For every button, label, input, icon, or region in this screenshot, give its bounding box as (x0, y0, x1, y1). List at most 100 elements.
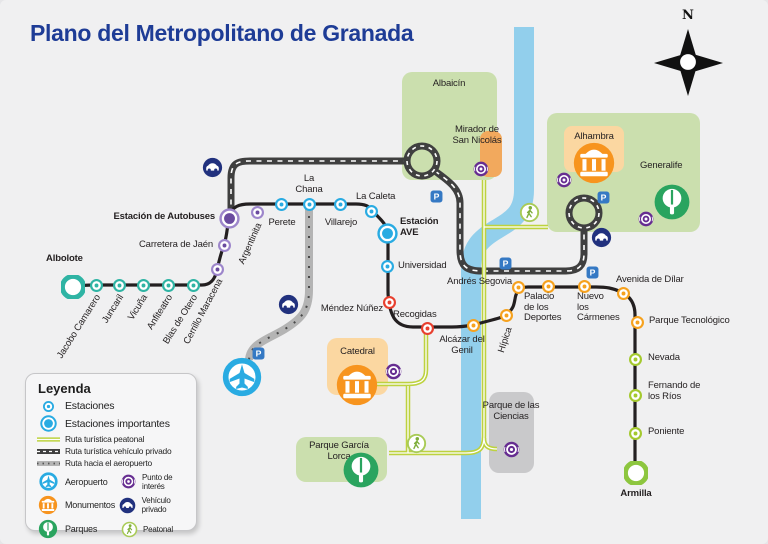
station-label: Vicuña (125, 292, 151, 323)
area-albaicin (402, 72, 497, 180)
station-label: Villarejo (324, 217, 358, 228)
compass-icon (654, 29, 723, 96)
legend-row: Estaciones (36, 400, 196, 412)
stn-major-legend-icon (36, 415, 60, 432)
page-title: Plano del Metropolitano de Granada (30, 20, 414, 46)
private-vehicle-icon (591, 227, 612, 248)
area-label-generalife: Generalife (640, 160, 683, 171)
parking-icon: P (252, 347, 265, 360)
point-of-interest-icon (556, 172, 572, 188)
station-marker (541, 279, 555, 293)
station-label: Hípica (496, 326, 515, 355)
station-marker (61, 275, 85, 299)
car-legend-icon (118, 497, 138, 514)
station-marker (186, 278, 200, 292)
private-vehicle-icon (278, 294, 299, 315)
airport-icon (222, 357, 262, 397)
monument-legend-icon (36, 495, 60, 515)
station-label: Armilla (620, 488, 652, 499)
station-marker (466, 318, 480, 332)
station-label: Carretera de Jaén (138, 239, 213, 250)
station-marker (333, 197, 347, 211)
legend-label: Ruta turística vehículo privado (65, 446, 172, 456)
stn-small-legend-icon (36, 400, 60, 412)
airport-legend-icon (36, 472, 60, 491)
pedestrian-icon (406, 433, 427, 454)
compass-north-label: N (682, 8, 694, 23)
park-legend-icon (36, 519, 60, 539)
station-marker (628, 388, 642, 402)
legend-label: Parques (65, 524, 98, 534)
station-marker (499, 308, 513, 322)
peatonal-legend-icon (119, 521, 139, 538)
svg-text:P: P (589, 267, 595, 277)
legend-row: Ruta turística vehículo privado (36, 446, 196, 456)
parking-icon: P (597, 191, 610, 204)
area-label-catedral: Catedral (340, 346, 375, 357)
station-label: Nuevo los Cármenes (577, 291, 620, 323)
station-marker (218, 207, 240, 229)
station-label: Jacobo Camarero (54, 292, 104, 361)
park-icon (653, 183, 691, 221)
station-label: Recogidas (393, 309, 437, 320)
station-marker (577, 279, 591, 293)
pedestrian-icon (519, 202, 540, 223)
svg-text:P: P (255, 348, 261, 358)
station-label: Alcázar del Genil (439, 334, 485, 356)
legend-label: Monumentos (65, 500, 116, 510)
station-label: Parque Tecnológico (649, 315, 730, 326)
station-marker (89, 278, 103, 292)
station-marker (274, 197, 288, 211)
park-icon (342, 451, 380, 489)
parking-icon: P (586, 266, 599, 279)
station-marker (624, 461, 648, 485)
station-marker (302, 197, 316, 211)
area-label-ciencias: Parque de las Ciencias (482, 400, 540, 422)
station-label: Universidad (398, 260, 447, 271)
legend-row: Ruta turística peatonal (36, 434, 196, 444)
station-marker (161, 278, 175, 292)
svg-text:P: P (502, 258, 508, 268)
station-label: La Chana (295, 173, 323, 195)
point-of-interest-icon (503, 441, 520, 458)
route-pedestrian (377, 180, 548, 456)
station-label: Fernando de los Ríos (648, 380, 701, 402)
parking-icon: P (499, 257, 512, 270)
station-label: Perete (268, 217, 296, 228)
area-label-alhambra: Alhambra (574, 131, 614, 142)
legend-title: Leyenda (38, 381, 91, 396)
area-label-garcia-lorca: Parque García Lorca (309, 440, 369, 462)
station-marker (382, 295, 396, 309)
station-marker (420, 321, 434, 335)
station-marker (210, 262, 224, 276)
station-marker (112, 278, 126, 292)
line-privado-legend-icon (36, 447, 60, 456)
station-label: Poniente (648, 426, 685, 437)
station-label: Nevada (648, 352, 680, 363)
station-label: Andrés Segovia (447, 276, 512, 287)
line-aeropuerto-legend-icon (36, 459, 60, 468)
station-marker (250, 205, 264, 219)
label-mirador-san-nicolas: Mirador de San Nicolás (452, 124, 502, 146)
area-parque-ciencias (489, 392, 534, 473)
station-marker (630, 315, 644, 329)
station-label: Méndez Núñez (320, 303, 383, 314)
svg-text:P: P (433, 191, 439, 201)
point-of-interest-icon (638, 211, 654, 227)
station-label: Palacio de los Deportes (524, 291, 562, 323)
private-vehicle-icon (202, 157, 223, 178)
point-of-interest-icon (473, 161, 489, 177)
station-marker (217, 238, 231, 252)
station-marker (136, 278, 150, 292)
legend-row: Estaciones importantes (36, 415, 196, 432)
monument-icon (335, 363, 379, 407)
station-marker (616, 286, 630, 300)
monument-icon (572, 141, 616, 185)
poi-legend-icon (118, 474, 138, 489)
legend-label: Estaciones importantes (65, 417, 170, 430)
